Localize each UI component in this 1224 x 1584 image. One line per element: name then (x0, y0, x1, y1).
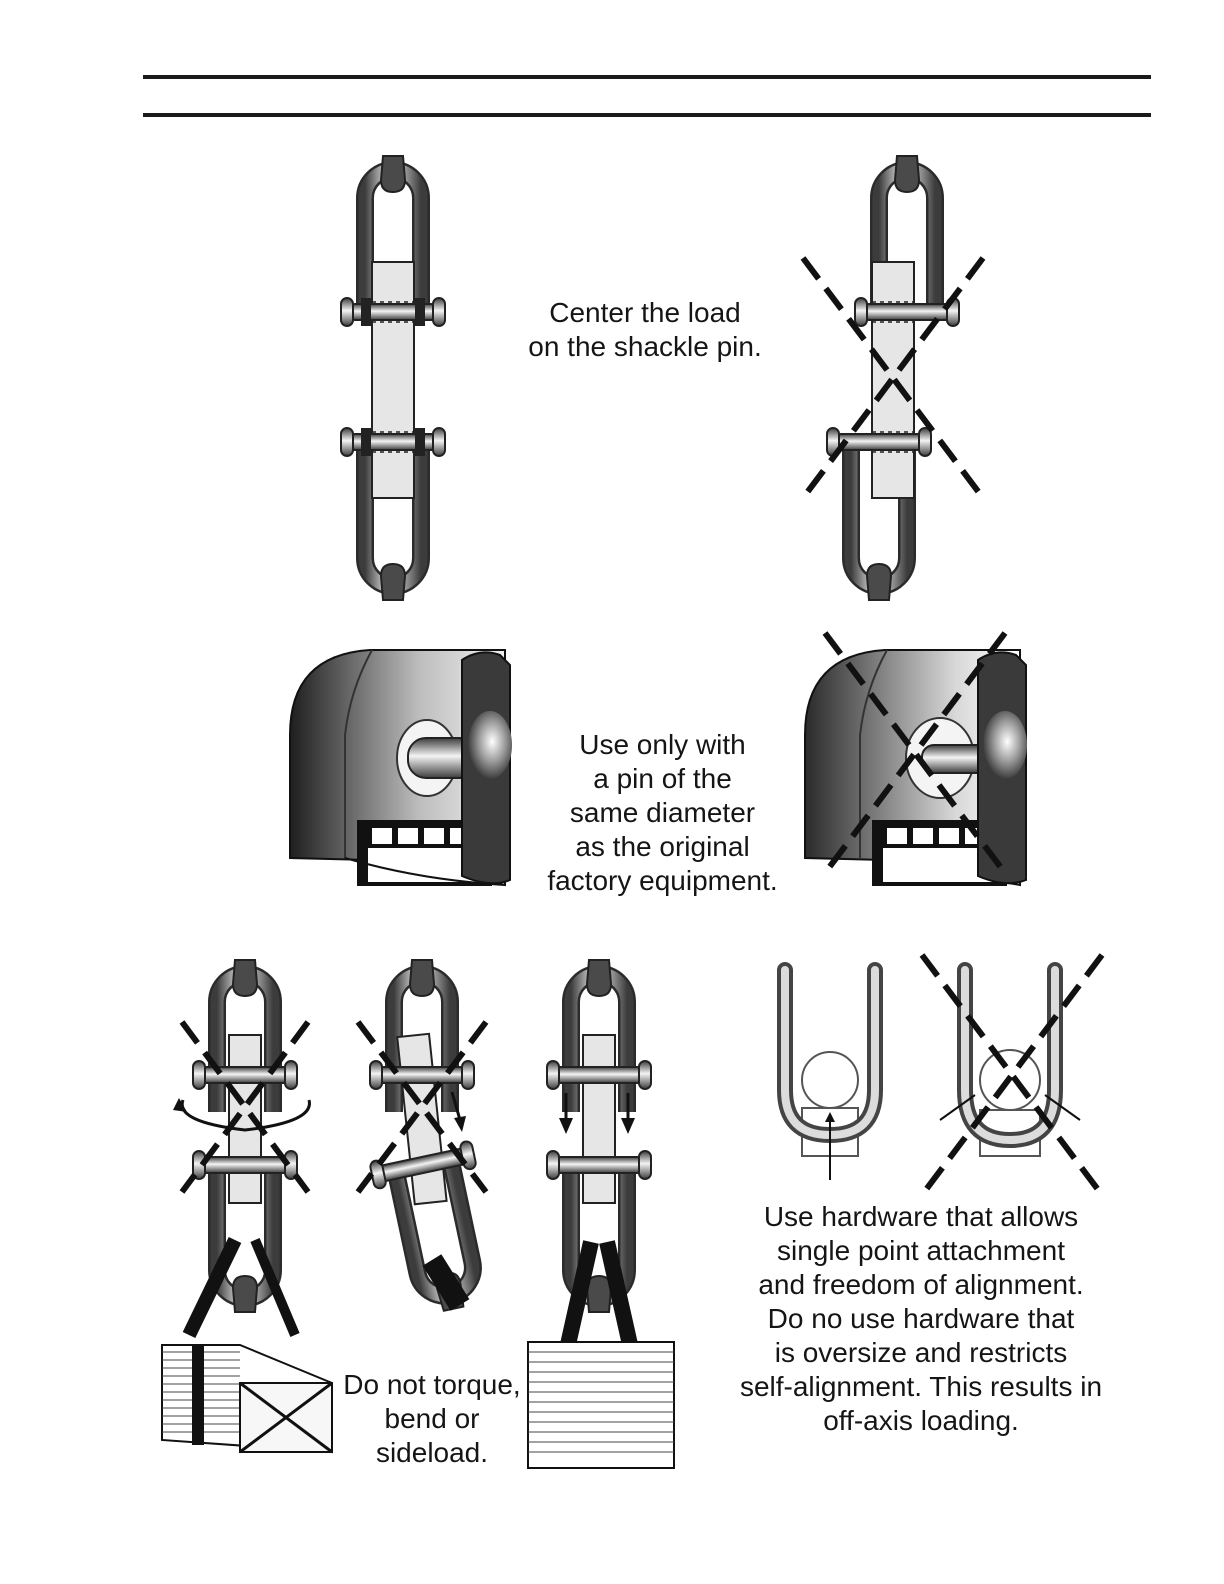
caption-line: Center the load (549, 297, 741, 328)
prohibited-x-mark-5 (919, 953, 1105, 1197)
caption-center-load: Center the load on the shackle pin. (500, 296, 790, 364)
shackle-pair-offset-icon (826, 156, 960, 600)
prohibited-x-mark-2 (822, 631, 1008, 875)
prohibited-x-mark-1 (800, 256, 986, 500)
caption-line: as the original (575, 831, 750, 862)
prohibited-x-mark-3 (179, 1020, 311, 1194)
shackle-bend-icon (368, 960, 504, 1319)
caption-line: and freedom of alignment. (758, 1269, 1084, 1300)
caption-line: factory equipment. (547, 865, 778, 896)
caption-line: is oversize and restricts (774, 1337, 1068, 1368)
header-rule-top (143, 75, 1151, 79)
caption-line: a pin of the (593, 763, 732, 794)
caption-line: bend or (384, 1403, 480, 1434)
caption-line: sideload. (375, 1437, 489, 1468)
caption-torque: Do not torque, bend or sideload. (332, 1368, 532, 1470)
caption-line: Do no use hardware that (767, 1303, 1075, 1334)
u-bolt-correct-icon (777, 962, 883, 1180)
caption-line: off-axis loading. (823, 1405, 1019, 1436)
caption-line: on the shackle pin. (528, 331, 762, 362)
caption-line: self-alignment. This results in (739, 1371, 1103, 1402)
caption-line: single point attachment (777, 1235, 1065, 1266)
header-rule-bottom (143, 113, 1151, 117)
crate-left-icon (161, 1344, 333, 1454)
shackle-torque-icon (173, 960, 311, 1339)
shackle-pair-correct-icon (340, 156, 446, 600)
prohibited-x-mark-4 (355, 1020, 489, 1194)
u-bolt-oversize-icon (939, 962, 1081, 1157)
caption-line: same diameter (569, 797, 756, 828)
caption-pin-diameter: Use only with a pin of the same diameter… (525, 728, 800, 898)
caption-line: Use only with (579, 729, 746, 760)
caption-hardware: Use hardware that allows single point at… (712, 1200, 1130, 1438)
caption-line: Do not torque, (343, 1369, 521, 1400)
caption-line: Use hardware that allows (763, 1201, 1079, 1232)
load-cell-pin-correct-icon (289, 649, 512, 887)
crate-right-icon (527, 1341, 675, 1469)
